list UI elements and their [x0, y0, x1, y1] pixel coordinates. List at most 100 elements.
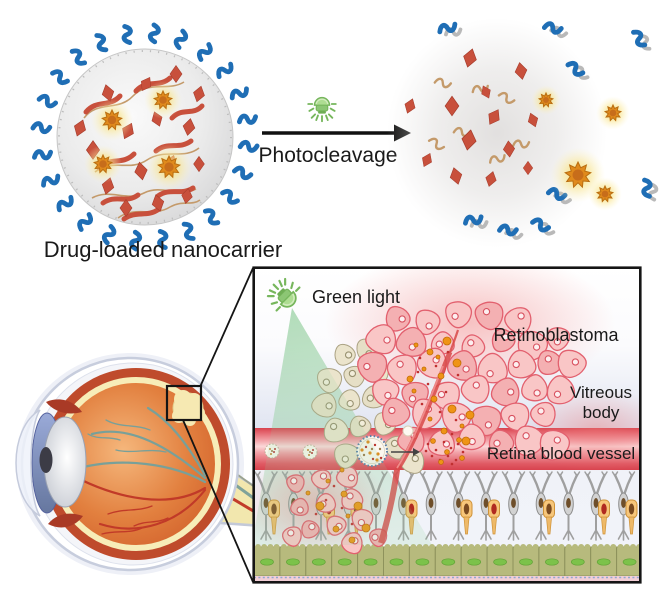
released-drug-dot-small	[426, 442, 430, 446]
cell-nucleus	[344, 351, 353, 359]
cell-nucleus	[553, 390, 562, 398]
rpe-cell-bump	[617, 544, 624, 550]
rpe-cell-bump	[280, 544, 287, 550]
rpe-cell-bump	[565, 544, 572, 550]
rpe-cell-bump	[332, 544, 339, 550]
eye-diagram	[15, 353, 265, 575]
cell-nucleus	[396, 360, 404, 368]
released-drug-dot	[461, 436, 471, 446]
cell-nucleus	[383, 336, 391, 344]
drug-molecule-core	[543, 97, 549, 103]
polymer-ribbon	[121, 206, 162, 222]
rpe-cell-bump	[488, 544, 495, 550]
cell-nucleus	[522, 432, 530, 440]
released-drug-dot	[345, 513, 351, 519]
tumor-cell	[460, 374, 490, 404]
released-drug-dot-small	[438, 410, 442, 414]
cell-nucleus	[544, 355, 552, 363]
rpe-nucleus	[286, 558, 300, 566]
ciliary-body-bottom	[48, 513, 83, 528]
green-light-label: Green light	[312, 287, 400, 307]
nanocarrier-cargo-dot	[366, 440, 370, 444]
vessel-nanocarriers	[264, 435, 465, 467]
released-drug-dot-small	[350, 522, 354, 526]
nanocarrier-label: Drug-loaded nanocarrier	[44, 237, 282, 262]
pale-tumor-cell	[338, 389, 361, 411]
cell-nucleus	[512, 360, 520, 369]
rpe-cell-bump	[480, 544, 487, 550]
inset-connector-line-bottom	[182, 419, 254, 583]
tumor-cell	[446, 350, 478, 381]
cone-cell-nucleus	[463, 503, 470, 515]
loaded-drugs	[84, 81, 193, 191]
released-drug-dot	[435, 354, 441, 360]
cell-nucleus	[325, 402, 333, 410]
rpe-nucleus	[596, 558, 611, 566]
rpe-cell-bump	[384, 544, 391, 550]
rpe-cell-bump	[572, 544, 578, 550]
nanocarrier-cargo-dot	[269, 448, 271, 450]
cell-nucleus	[390, 439, 399, 448]
released-components	[387, 18, 659, 248]
nanocarrier-shell-dots	[58, 50, 232, 224]
released-drug-dot	[332, 525, 340, 533]
cell-nucleus	[533, 389, 541, 397]
released-drug-dot-small	[446, 350, 450, 354]
rpe-cell-bump	[597, 544, 604, 550]
rpe-nucleus	[570, 558, 585, 566]
vesicle	[402, 425, 414, 437]
cell-nucleus	[398, 315, 406, 323]
released-drug-dot-small	[314, 512, 318, 516]
retinoblastoma-cells	[311, 301, 587, 474]
cell-nucleus	[435, 340, 443, 348]
rpe-cell-bump	[306, 544, 313, 550]
cell-nucleus	[517, 312, 525, 320]
rpe-nucleus	[415, 558, 430, 566]
polymer-ribbon	[169, 103, 205, 121]
green-light-beam-overlay	[254, 308, 432, 545]
polymer-ribbon	[133, 75, 173, 94]
cell-nucleus	[493, 439, 501, 447]
cell-nucleus	[347, 474, 356, 482]
rpe-cell-bump	[552, 544, 559, 550]
released-drug-dot	[465, 410, 475, 420]
cell-nucleus	[322, 378, 331, 386]
photocleavage-label: Photocleavage	[259, 144, 398, 167]
rpe-cell-bump	[610, 544, 617, 550]
sprouting-vessel	[378, 329, 460, 544]
ciliary-body-top	[46, 399, 82, 414]
retina-membrane	[254, 576, 640, 582]
cell-nucleus	[329, 422, 338, 431]
tumor-cell	[365, 324, 397, 355]
rpe-nucleus	[363, 558, 378, 566]
released-drug-dot	[438, 459, 444, 465]
rpe-cell-bump	[436, 544, 443, 550]
rpe-nucleus	[260, 558, 274, 566]
nanocarrier-cargo-dot	[271, 450, 273, 452]
cell-nucleus	[388, 406, 396, 415]
drug-molecule-core	[99, 160, 107, 168]
cell-nucleus	[484, 421, 493, 429]
cell-nucleus	[319, 472, 328, 480]
rpe-cell-bump	[591, 544, 598, 550]
tumor-cell	[507, 349, 537, 379]
nanocarrier-cargo-dot	[273, 451, 275, 453]
cell-nucleus	[425, 322, 433, 330]
cone-cell-nucleus	[628, 503, 635, 515]
rpe-cell-bump	[448, 544, 455, 550]
cell-nucleus	[290, 477, 298, 485]
tumor-cell	[427, 429, 456, 457]
nanocarrier-cargo-dot	[373, 443, 377, 447]
nanocarrier-cargo-dot	[360, 448, 364, 452]
pale-tumor-cell	[311, 392, 337, 418]
released-drug-dot-small	[332, 484, 336, 488]
cell-nucleus	[537, 407, 545, 415]
released-drug-dot-small	[426, 382, 430, 386]
cell-nucleus	[411, 454, 419, 463]
rpe-nucleus	[493, 558, 507, 566]
cell-nucleus	[553, 436, 561, 444]
inset-connector-line-top	[199, 267, 254, 388]
released-drug-dot-small	[456, 442, 460, 446]
released-drug-dot-small	[434, 364, 438, 368]
